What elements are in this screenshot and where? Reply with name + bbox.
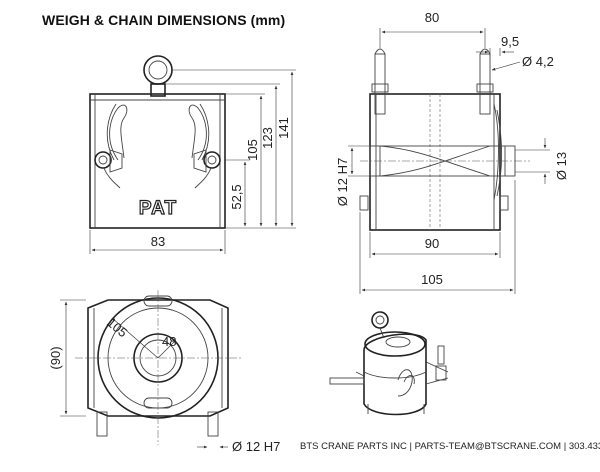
isometric-view bbox=[329, 311, 449, 416]
dim-width-side-total: 105 bbox=[421, 272, 443, 287]
dim-width-front: 83 bbox=[151, 234, 165, 249]
dim-width-top: 80 bbox=[425, 10, 439, 25]
dim-inner-dia: 48 bbox=[162, 334, 176, 349]
dim-pin-dia: Ø 4,2 bbox=[522, 54, 554, 69]
dim-height-total: 141 bbox=[276, 117, 291, 139]
top-pin-right bbox=[476, 48, 494, 115]
dim-radius: 105 bbox=[104, 315, 130, 340]
footer-company: BTS CRANE PARTS INC bbox=[300, 441, 407, 452]
dim-depth: (90) bbox=[48, 346, 63, 369]
footer: BTS CRANE PARTS INC | PARTS-TEAM@BTSCRAN… bbox=[300, 441, 600, 452]
footer-separator-2: | bbox=[563, 441, 567, 452]
dim-bore-h7: Ø 12 H7 bbox=[335, 158, 350, 206]
front-view: PAT 83 52,5 105 123 141 bbox=[89, 55, 296, 254]
dim-shaft-dia: Ø 13 bbox=[554, 152, 569, 180]
dim-bottom-bore: Ø 12 H7 bbox=[232, 439, 280, 454]
drawing-title: WEIGH & CHAIN DIMENSIONS (mm) bbox=[42, 12, 286, 28]
hitch-pin-right bbox=[188, 103, 221, 189]
lifting-eye-front bbox=[143, 55, 173, 97]
hitch-pin-left bbox=[94, 103, 128, 189]
top-view: 105 48 (90) Ø 12 H7 bbox=[48, 290, 280, 454]
footer-email-link[interactable]: PARTS-TEAM@BTSCRANE.COM bbox=[414, 441, 562, 452]
dim-pin-offset: 9,5 bbox=[501, 34, 519, 49]
footer-separator-1: | bbox=[409, 441, 412, 452]
iso-eye bbox=[371, 311, 389, 329]
body-outline-front bbox=[89, 93, 226, 229]
top-pin-left bbox=[371, 48, 389, 115]
dim-height-body: 105 bbox=[245, 139, 260, 161]
footer-phone[interactable]: 303.433.8878 bbox=[568, 441, 600, 452]
dim-height-eye: 123 bbox=[260, 127, 275, 149]
pat-logo: PAT bbox=[139, 198, 177, 219]
dim-width-body-side: 90 bbox=[425, 236, 439, 251]
side-view: 80 9,5 Ø 4,2 Ø 12 H7 Ø 13 90 105 bbox=[335, 10, 569, 294]
dim-height-center: 52,5 bbox=[229, 184, 244, 209]
